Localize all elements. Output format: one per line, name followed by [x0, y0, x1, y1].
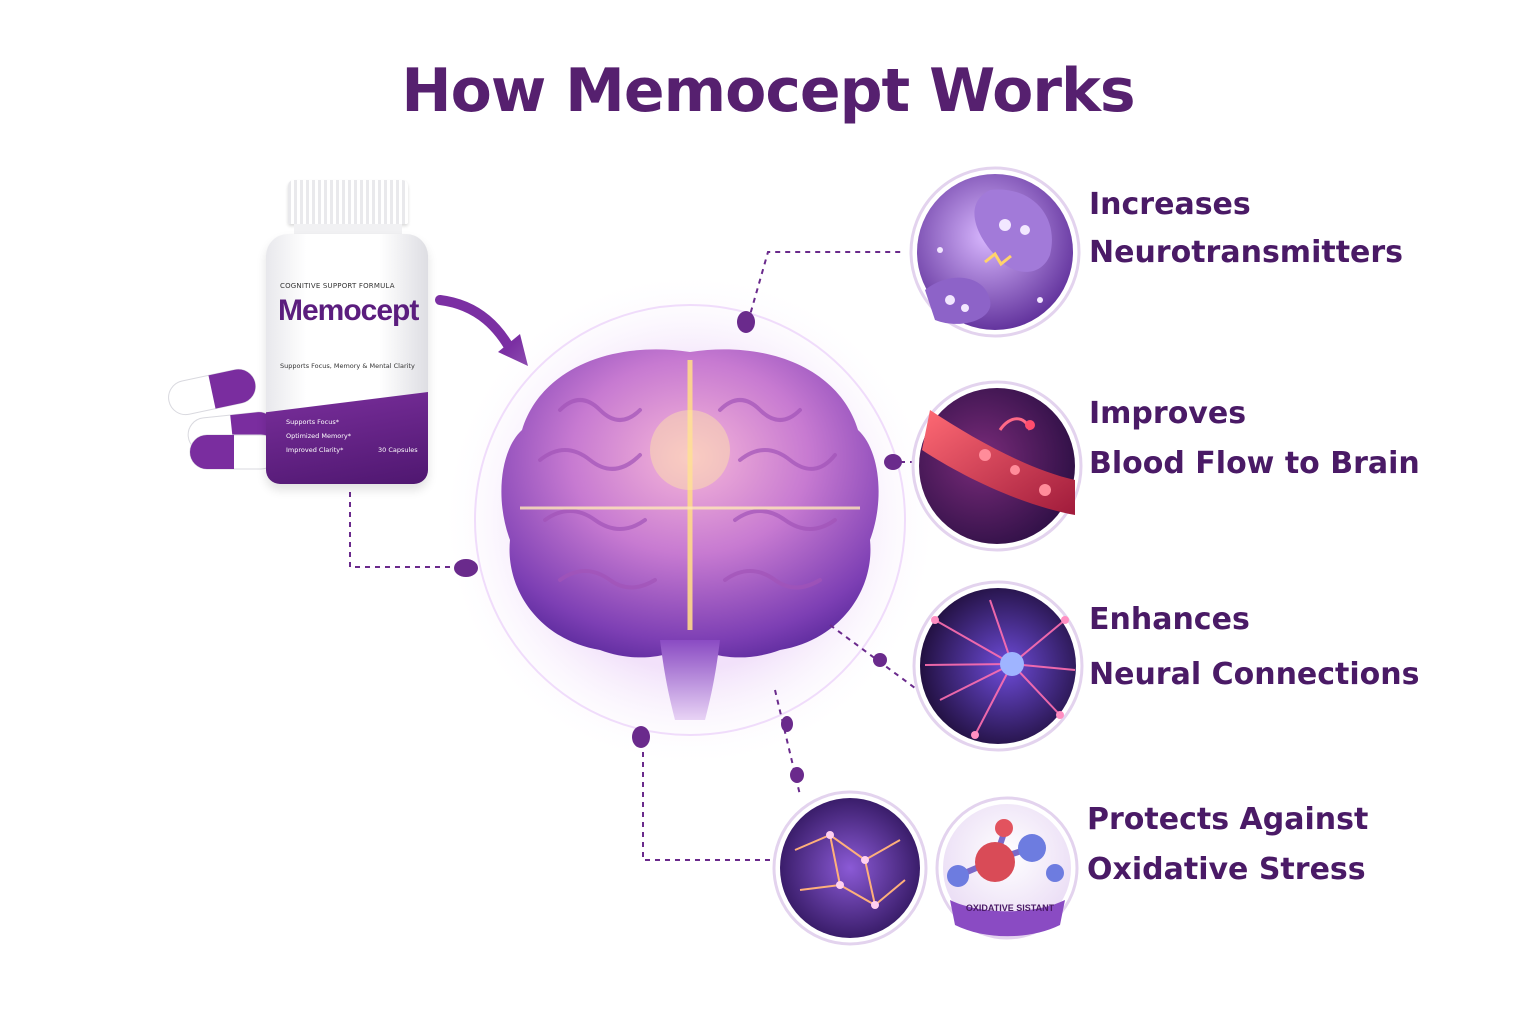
bottle-count: 30 Capsules: [378, 446, 418, 454]
molecule-icon: OXIDATIVE SISTANT: [935, 796, 1079, 940]
antioxidant-caption: OXIDATIVE SISTANT: [966, 903, 1055, 913]
bottle-benefit: Supports Focus*: [286, 418, 339, 426]
neuron-icon: [912, 580, 1084, 752]
bottle-benefit: Optimized Memory*: [286, 432, 352, 440]
capsules-illustration: [168, 368, 279, 470]
bottle-cap: [288, 180, 408, 224]
bottle-benefit: Improved Clarity*: [286, 446, 344, 454]
page-title: How Memocept Works: [401, 56, 1135, 126]
synapse-icon: [909, 166, 1081, 338]
blood-vessel-icon: [911, 380, 1083, 552]
benefit-neural-connections-line1: Enhances: [1089, 602, 1250, 637]
benefit-blood-flow-line2: Blood Flow to Brain: [1089, 446, 1420, 481]
benefit-blood-flow-line1: Improves: [1089, 396, 1247, 431]
benefit-oxidative-stress-line2: Oxidative Stress: [1087, 852, 1366, 887]
bottle-subtitle: Supports Focus, Memory & Mental Clarity: [280, 362, 415, 370]
neural-network-icon: [772, 790, 928, 946]
benefit-neural-connections-line2: Neural Connections: [1089, 657, 1420, 692]
connector-nodes: [454, 311, 902, 783]
benefit-neurotransmitters-line2: Neurotransmitters: [1089, 235, 1404, 270]
bottle-top-line: COGNITIVE SUPPORT FORMULA: [280, 282, 395, 290]
arrow-icon: [435, 295, 517, 357]
bottle-brand: Memocept: [278, 294, 419, 327]
bottle-label: COGNITIVE SUPPORT FORMULA Memocept Suppo…: [266, 234, 428, 484]
memocept-bottle: COGNITIVE SUPPORT FORMULA Memocept Suppo…: [262, 180, 432, 490]
brain-illustration: [501, 349, 879, 720]
benefit-neurotransmitters-line1: Increases: [1089, 187, 1251, 222]
benefit-oxidative-stress-line1: Protects Against: [1087, 802, 1369, 837]
